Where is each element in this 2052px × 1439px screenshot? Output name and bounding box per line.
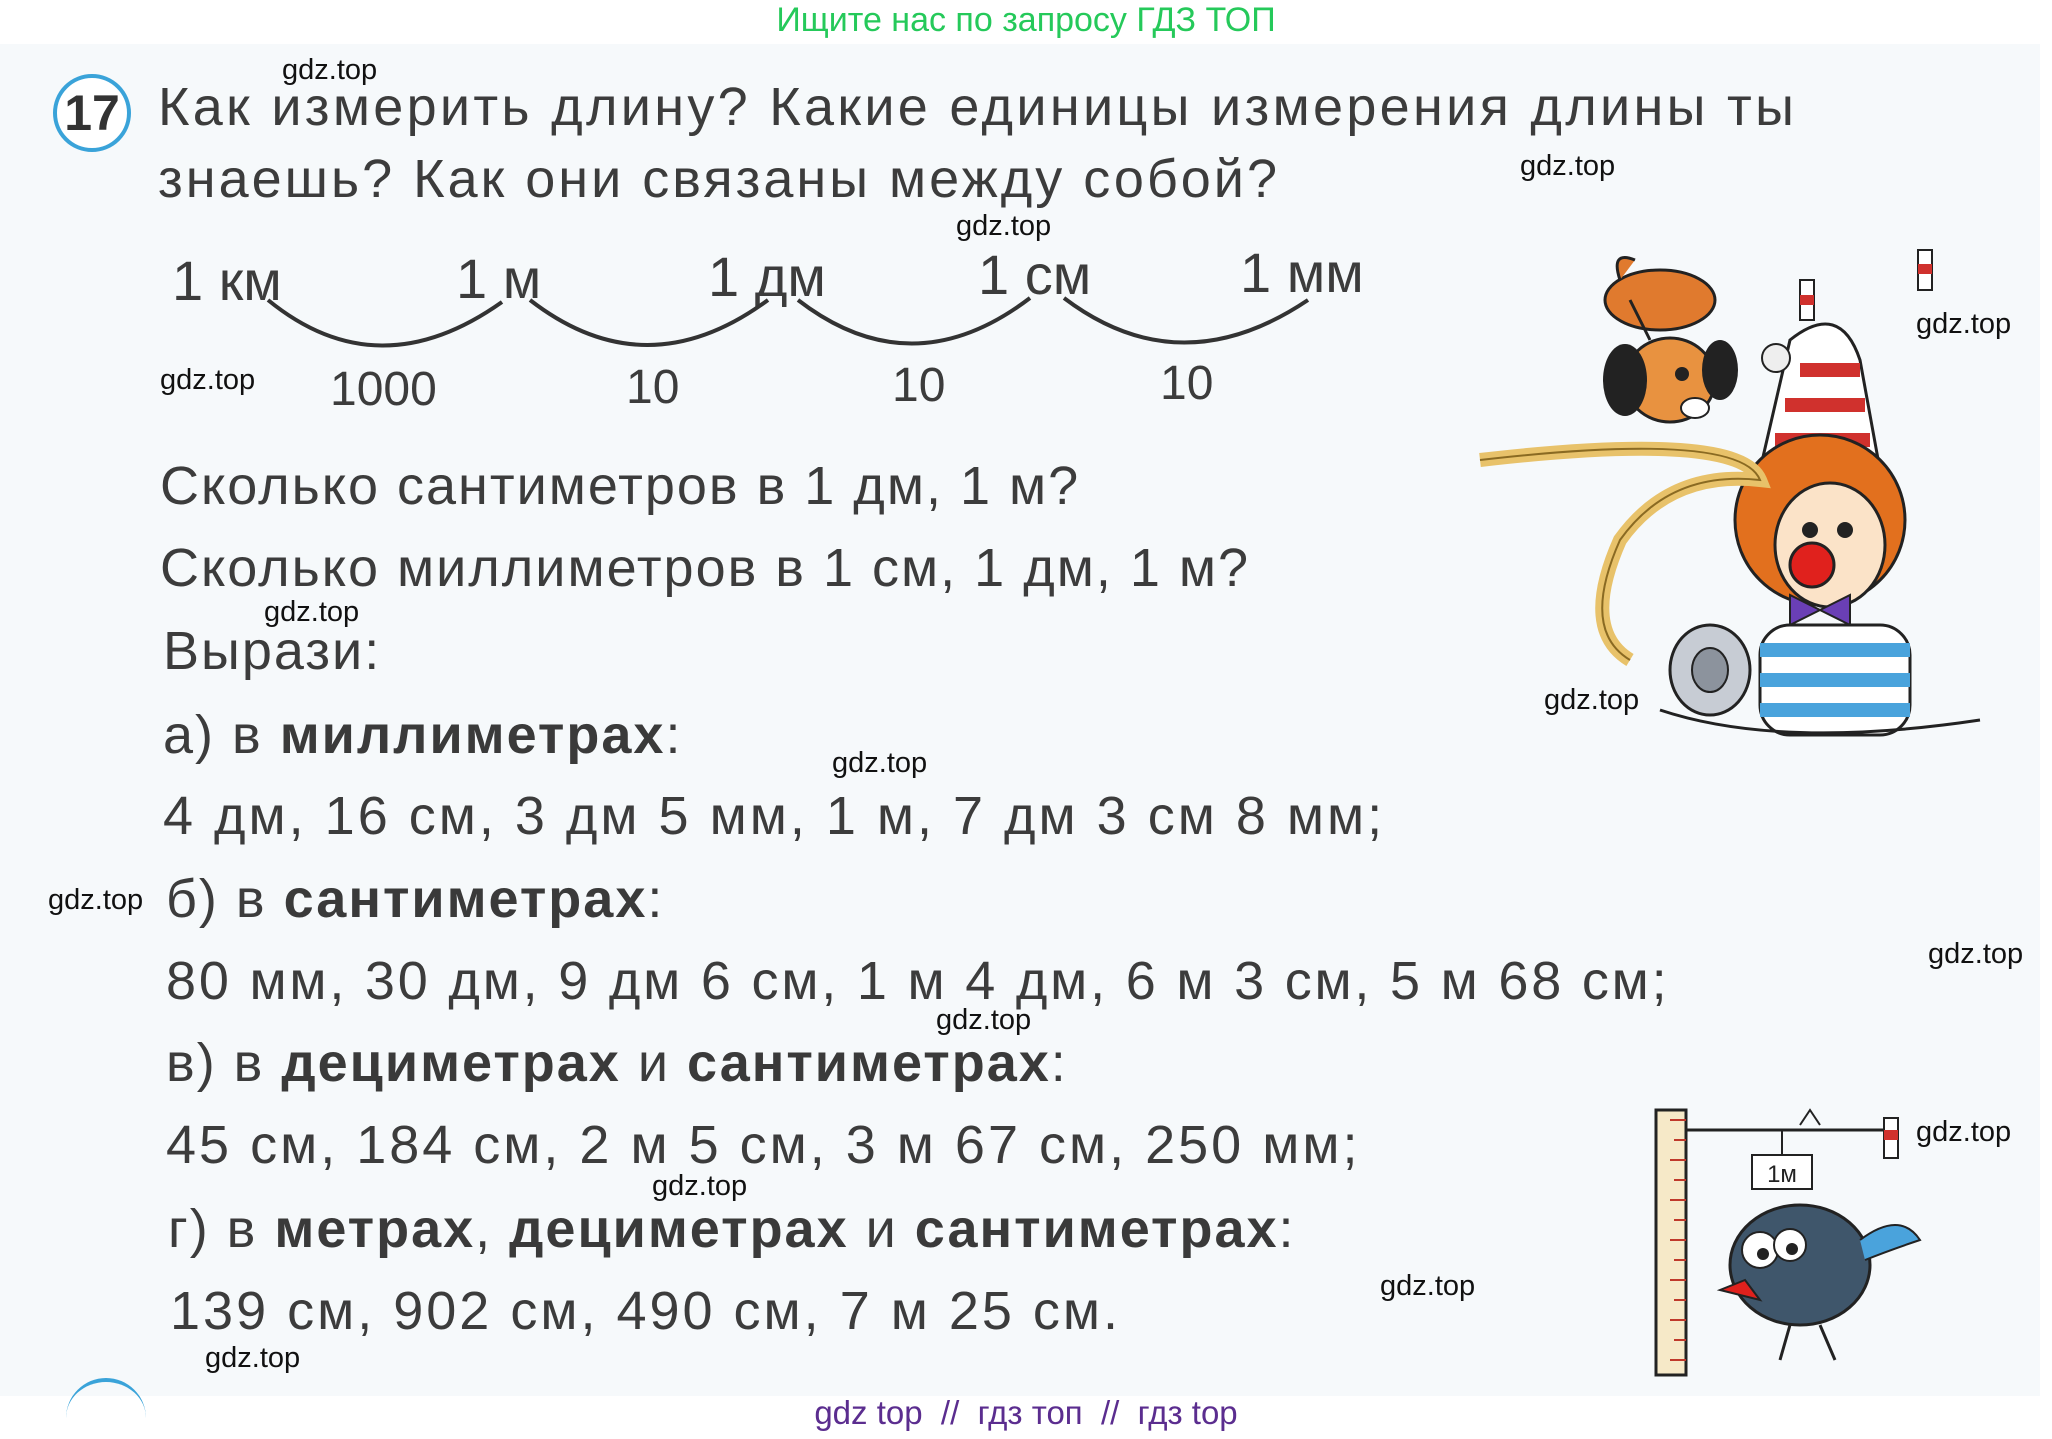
search-banner[interactable]: Ищите нас по запросу ГДЗ ТОП <box>776 1 1276 39</box>
footer-links[interactable]: gdz top // гдз топ // гдз top <box>814 1394 1238 1431</box>
watermark: gdz.top <box>1544 684 1640 716</box>
part-g-items: 139 см, 902 см, 490 см, 7 м 25 см. <box>170 1281 1122 1341</box>
watermark: gdz.top <box>1380 1270 1476 1302</box>
watermark: gdz.top <box>48 884 144 916</box>
unit-mm: 1 мм <box>1240 241 1364 304</box>
unit-dm: 1 дм <box>708 245 826 308</box>
watermark: gdz.top <box>1916 308 2012 340</box>
question-line-1: Как измерить длину? Какие единицы измере… <box>158 77 1798 137</box>
express-heading: Вырази: <box>163 621 382 681</box>
watermark: gdz.top <box>205 1342 301 1374</box>
factor-km-m: 1000 <box>330 363 437 416</box>
arc-km-m <box>266 298 504 348</box>
watermark: gdz.top <box>264 596 360 628</box>
part-v-items: 45 см, 184 см, 2 м 5 см, 3 м 67 см, 250 … <box>166 1115 1361 1175</box>
part-b-items: 80 мм, 30 дм, 9 дм 6 см, 1 м 4 дм, 6 м 3… <box>166 951 1670 1011</box>
unit-cm: 1 см <box>978 243 1092 306</box>
watermark: gdz.top <box>652 1170 748 1202</box>
unit-km: 1 км <box>172 249 282 312</box>
question-mm: Сколько миллиметров в 1 см, 1 дм, 1 м? <box>160 538 1251 598</box>
unit-m: 1 м <box>456 247 542 310</box>
watermark: gdz.top <box>956 210 1052 242</box>
arc-dm-cm <box>796 296 1032 346</box>
watermark: gdz.top <box>160 364 256 396</box>
factor-m-dm: 10 <box>626 361 680 414</box>
part-g-heading: г) в метрах, дециметрах и сантиметрах: <box>168 1199 1296 1259</box>
question-line-2: знаешь? Как они связаны между собой? <box>158 149 1281 209</box>
watermark: gdz.top <box>1916 1116 2012 1148</box>
part-b-heading: б) в сантиметрах: <box>166 869 665 929</box>
watermark: gdz.top <box>936 1004 1032 1036</box>
task-number-badge: 17 <box>53 74 131 152</box>
part-a-heading: а) в миллиметрах: <box>163 705 683 765</box>
factor-dm-cm: 10 <box>892 359 946 412</box>
watermark: gdz.top <box>832 747 928 779</box>
clown-illustration <box>1479 249 1981 737</box>
arc-m-dm <box>528 298 770 347</box>
part-v-heading: в) в дециметрах и сантиметрах: <box>166 1033 1068 1093</box>
arc-cm-mm <box>1062 296 1310 345</box>
part-a-items: 4 дм, 16 см, 3 дм 5 мм, 1 м, 7 дм 3 см 8… <box>163 786 1386 846</box>
bird-ruler-illustration: 1м <box>1654 1108 1922 1377</box>
factor-cm-mm: 10 <box>1160 357 1214 410</box>
watermark: gdz.top <box>282 54 378 86</box>
dog-image <box>1603 256 1738 424</box>
meter-sign-text: 1м <box>1767 1161 1797 1188</box>
question-cm: Сколько сантиметров в 1 дм, 1 м? <box>160 456 1081 516</box>
next-task-badge-partial <box>66 1378 146 1422</box>
watermark: gdz.top <box>1928 938 2024 970</box>
watermark: gdz.top <box>1520 150 1616 182</box>
